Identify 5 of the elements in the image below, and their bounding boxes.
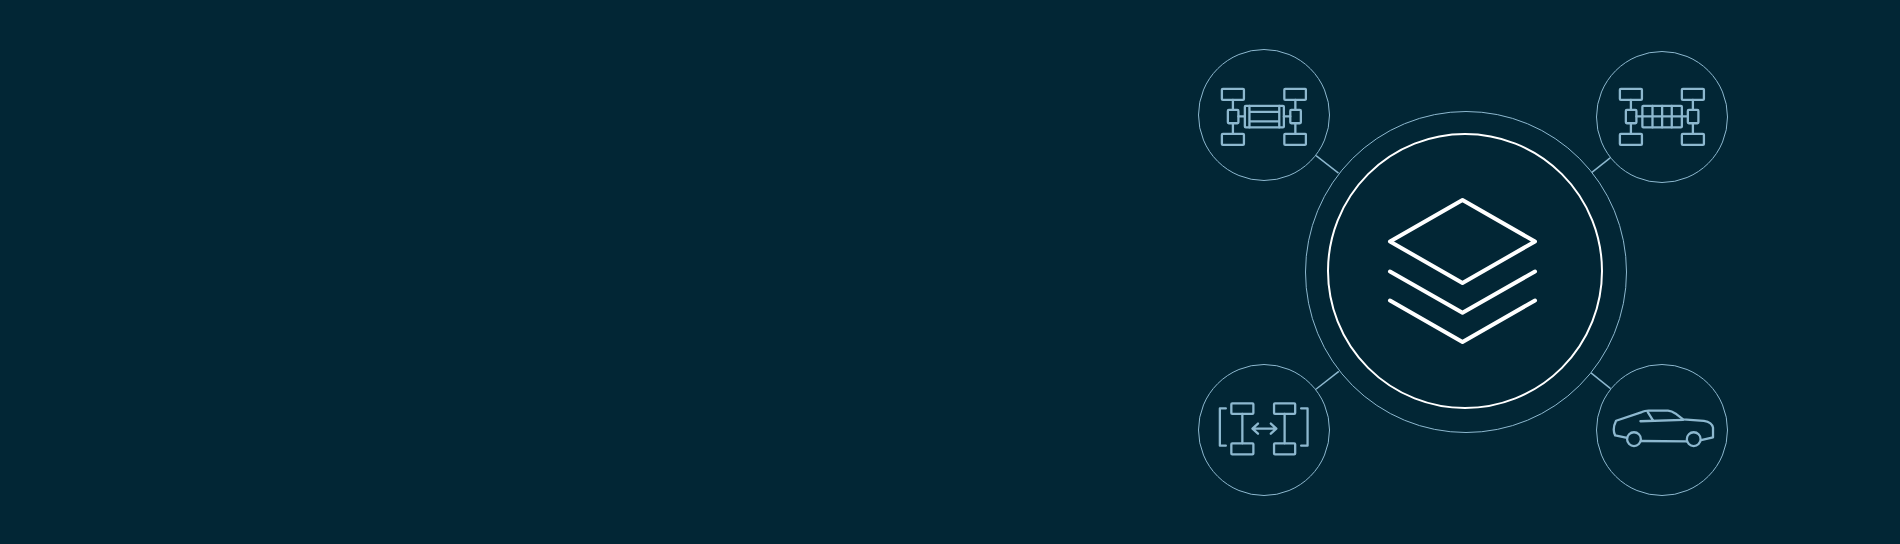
connector-line (1315, 370, 1340, 391)
connector-line (1591, 157, 1611, 174)
inner-circle (1326, 132, 1603, 409)
connector-line (1315, 154, 1340, 174)
connector-line (1590, 372, 1612, 390)
